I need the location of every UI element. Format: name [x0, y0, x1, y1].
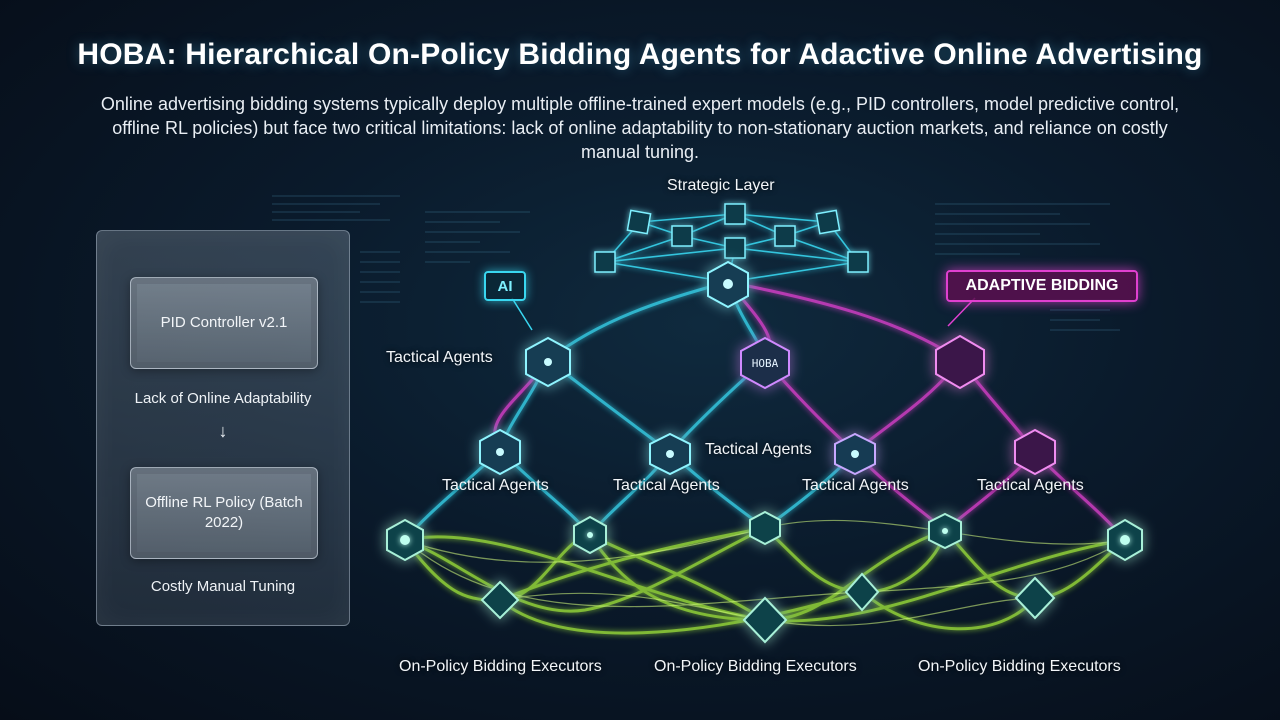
adaptive-badge-connector [948, 298, 975, 326]
executors-label-3: On-Policy Bidding Executors [918, 658, 1121, 676]
executors-label-2: On-Policy Bidding Executors [654, 658, 857, 676]
tactical-row-node-2 [650, 434, 690, 474]
strategic-hub-node [708, 262, 748, 307]
tactical-agents-label-4: Tactical Agents [977, 477, 1084, 495]
tactical-agents-label-mid: Tactical Agents [705, 441, 812, 459]
ai-badge: AI [484, 271, 526, 301]
tactical-links-cyan [405, 282, 855, 540]
tactical-row-node-3 [835, 434, 875, 474]
tactical-row-node-4 [1015, 430, 1055, 474]
adaptive-bidding-badge: ADAPTIVE BIDDING [946, 270, 1138, 302]
executor-nodes [387, 512, 1142, 642]
strategic-layer-label: Strategic Layer [667, 177, 775, 195]
tactical-agents-label-3: Tactical Agents [802, 477, 909, 495]
tactical-agents-label-left: Tactical Agents [386, 349, 493, 367]
tactical-row-node-1 [480, 430, 520, 474]
tactical-agents-label-2: Tactical Agents [613, 477, 720, 495]
hoba-hub-label: HOBA [752, 357, 779, 370]
ai-badge-connector [512, 298, 532, 330]
tactical-agents-label-1: Tactical Agents [442, 477, 549, 495]
tactical-links-magenta [495, 282, 1125, 540]
executors-label-1: On-Policy Bidding Executors [399, 658, 602, 676]
